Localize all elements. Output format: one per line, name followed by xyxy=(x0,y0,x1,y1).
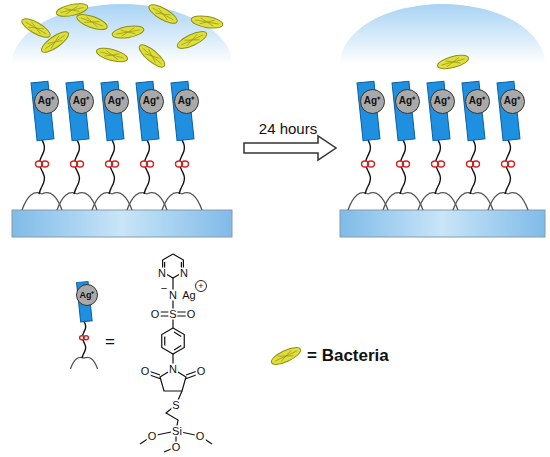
atom-label: N xyxy=(157,268,167,279)
linker-molecule xyxy=(92,81,132,210)
substrate xyxy=(340,210,545,237)
atom-label: S xyxy=(171,400,180,411)
bacterium xyxy=(19,15,52,41)
silver-ion: Ag⁺ xyxy=(465,89,490,114)
silver-ion: Ag⁺ xyxy=(360,89,385,114)
linker-molecule xyxy=(127,81,167,210)
time-label: 24 hours xyxy=(259,121,317,136)
silver-ion: Ag⁺ xyxy=(34,89,59,114)
droplet xyxy=(12,4,232,64)
ion-label: Ag⁺ xyxy=(399,96,415,106)
ion-label: Ag⁺ xyxy=(143,96,159,106)
silver-ion: Ag⁺ xyxy=(174,89,199,114)
bacterium xyxy=(436,53,470,72)
chemical-structure xyxy=(140,254,212,452)
atom-label: S xyxy=(168,309,177,320)
atom-label: N xyxy=(168,290,178,301)
silver-ion: Ag⁺ xyxy=(104,89,129,114)
droplet xyxy=(340,4,545,64)
ion-label: Ag⁺ xyxy=(108,96,124,106)
bacterium xyxy=(111,24,144,40)
atom-label: O xyxy=(147,431,158,442)
bacterium xyxy=(75,11,109,32)
atom-label: O xyxy=(186,309,197,320)
silver-ion: Ag⁺ xyxy=(139,89,164,114)
bacterium xyxy=(146,1,179,27)
legend-label: = Bacteria xyxy=(307,347,389,364)
charge-label: + xyxy=(198,282,203,291)
linker-molecule xyxy=(22,81,62,210)
linker-molecule xyxy=(418,81,458,210)
linker-molecule xyxy=(488,81,528,210)
legend-bacterium xyxy=(269,344,303,367)
ion-label: Ag⁺ xyxy=(364,96,380,106)
atom-label: Ag xyxy=(181,290,196,301)
silver-ion: Ag⁺ xyxy=(76,284,98,306)
substrate xyxy=(12,210,232,237)
charge-label: − xyxy=(160,283,168,294)
ion-label: Ag⁺ xyxy=(469,96,485,106)
equals-sign: = xyxy=(105,333,115,350)
bacterium xyxy=(190,14,223,30)
atom-label: N xyxy=(168,364,178,375)
linker-molecule xyxy=(57,81,97,210)
atom-label: N xyxy=(179,268,189,279)
atom-label: O xyxy=(150,309,161,320)
atom-label: O xyxy=(196,366,207,377)
ion-label: Ag⁺ xyxy=(434,96,450,106)
atom-label: O xyxy=(171,442,182,453)
atom-label: Si xyxy=(171,426,183,437)
silver-ion: Ag⁺ xyxy=(69,89,94,114)
ion-label: Ag⁺ xyxy=(504,96,520,106)
ion-label: Ag⁺ xyxy=(80,291,95,300)
silver-ion: Ag⁺ xyxy=(500,89,525,114)
atom-label: O xyxy=(195,431,206,442)
linker-molecule xyxy=(162,81,202,210)
linker-molecule xyxy=(383,81,423,210)
linker-molecule xyxy=(453,81,493,210)
bacterium xyxy=(175,28,209,51)
process-arrow xyxy=(244,136,336,160)
bacterium xyxy=(136,42,168,71)
linker-molecule xyxy=(70,281,97,369)
atom-label: O xyxy=(140,366,151,377)
ion-label: Ag⁺ xyxy=(38,96,54,106)
silver-ion: Ag⁺ xyxy=(395,89,420,114)
ion-label: Ag⁺ xyxy=(178,96,194,106)
silver-ion: Ag⁺ xyxy=(430,89,455,114)
linker-molecule xyxy=(348,81,388,210)
bacterium xyxy=(95,46,129,65)
ion-label: Ag⁺ xyxy=(73,96,89,106)
bacterium xyxy=(55,1,89,18)
